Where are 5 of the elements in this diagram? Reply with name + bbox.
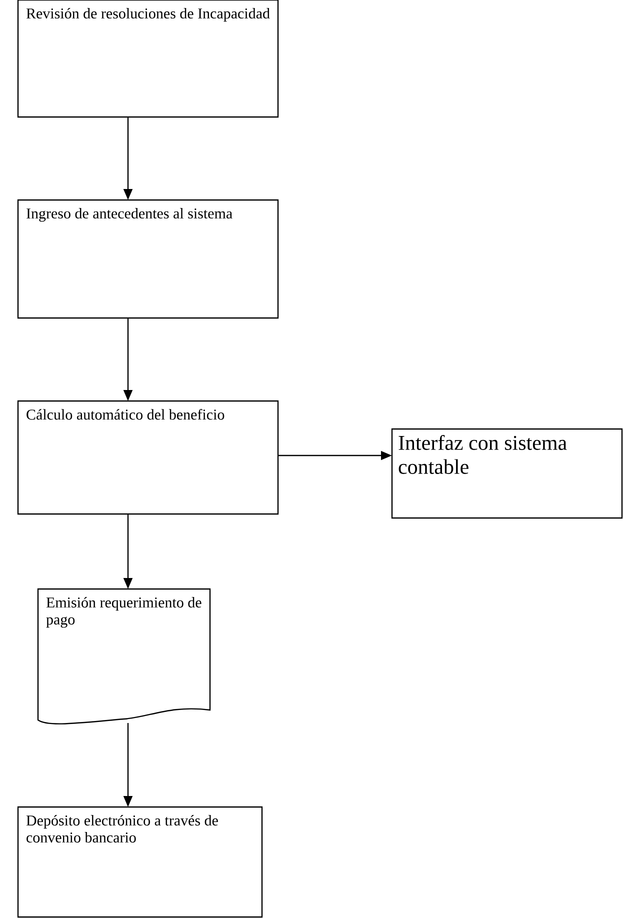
process-box: Depósito electrónico a través de convenio bancario	[17, 806, 263, 918]
process-box: Ingreso de antecedentes al sistema	[17, 199, 279, 319]
process-box: Cálculo automático del beneficio	[17, 400, 279, 515]
process-box: Revisión de resoluciones de Incapacidad	[17, 0, 279, 118]
process-box: Interfaz con sistema contable	[391, 428, 623, 519]
